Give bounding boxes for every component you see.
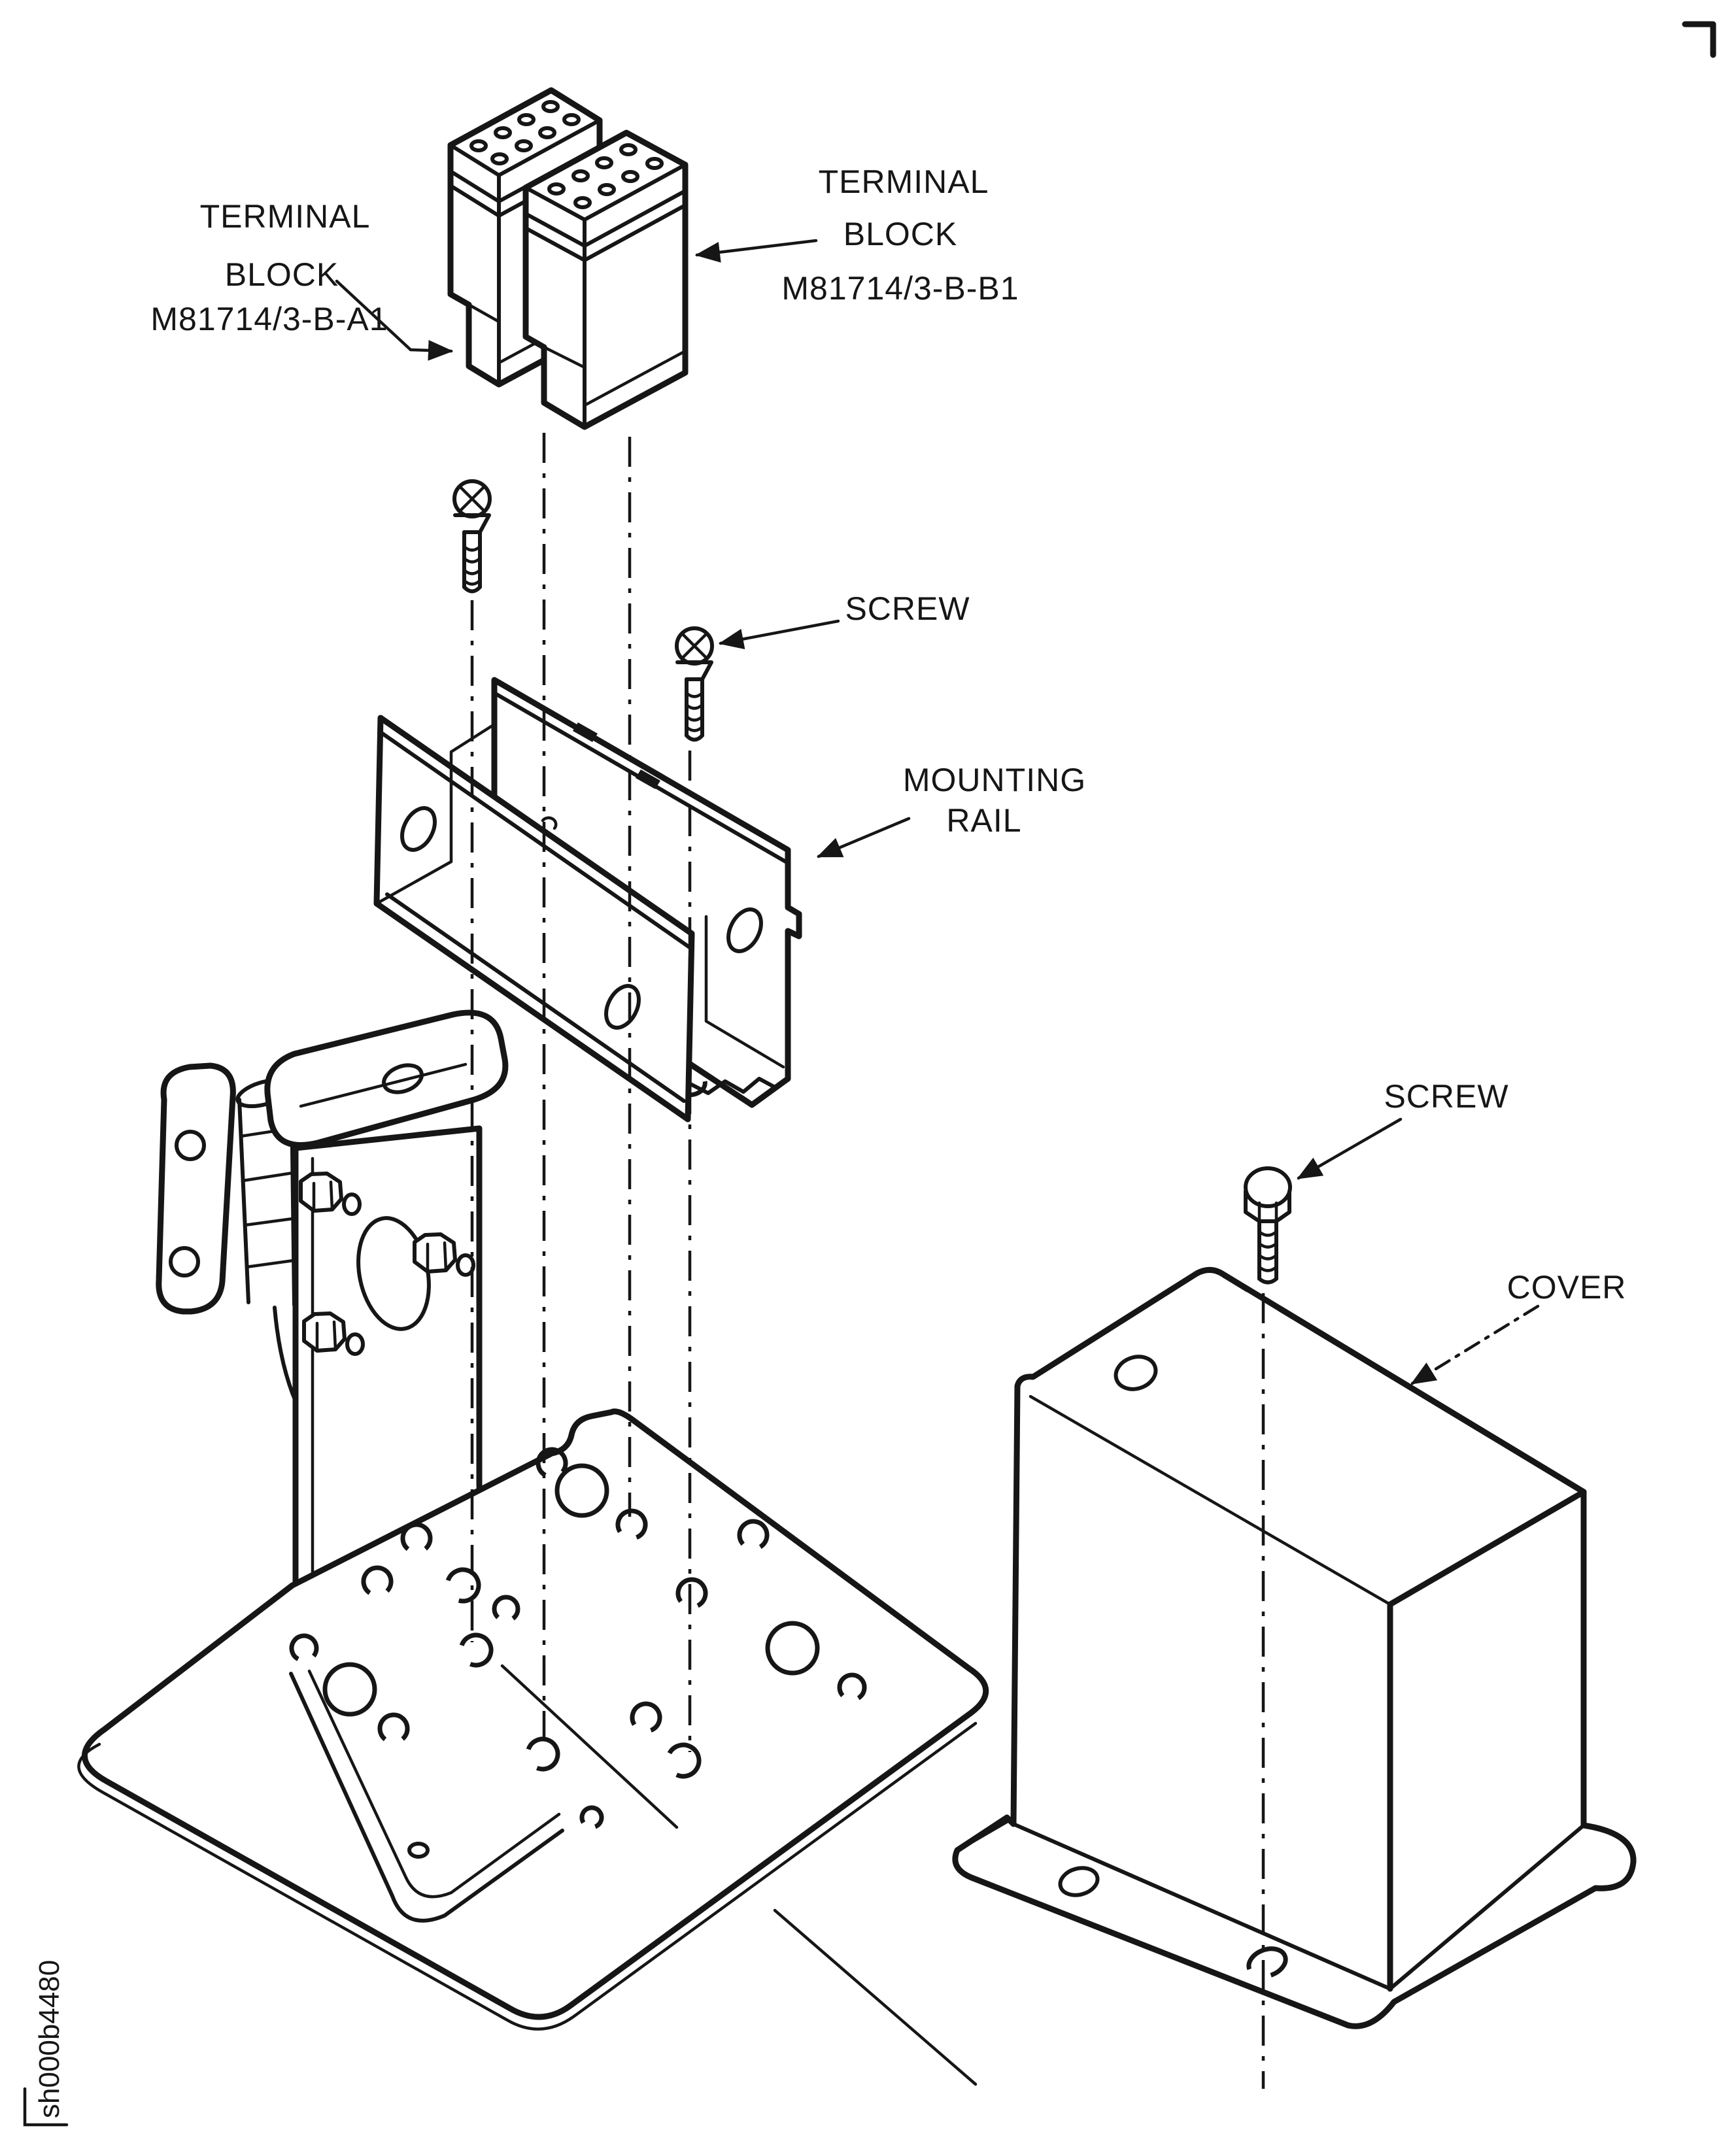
hex-bolt: [299, 1172, 362, 1216]
label-line: MOUNTING: [903, 762, 1086, 798]
leader-arrow: [1297, 1117, 1403, 1180]
phillips-cross-icon: [458, 485, 486, 513]
label-line: M81714/3-B-A1: [150, 301, 388, 337]
label-line: COVER: [1507, 1269, 1627, 1306]
label-line: SCREW: [845, 590, 970, 627]
label-line: RAIL: [946, 802, 1021, 839]
figure-id-bracket: [23, 2087, 69, 2127]
rail-slot: [573, 722, 598, 742]
mounting-rail: [373, 677, 802, 1123]
rail-slot: [636, 769, 660, 789]
figure-id-text: sh000b4480: [33, 1960, 65, 2118]
label-screw-cover: SCREW: [1297, 1078, 1508, 1180]
rail-foot-serration: [686, 1077, 790, 1095]
label-terminal-block-b: TERMINAL BLOCK M81714/3-B-B1: [694, 163, 1019, 307]
flat-head-screw-right: [675, 626, 714, 742]
leader-arrow: [718, 619, 840, 650]
pin-end: [407, 1842, 430, 1859]
corner-mark: [1682, 21, 1716, 58]
flange-hole: [382, 1063, 424, 1094]
label-line: SCREW: [1384, 1078, 1508, 1115]
label-line: BLOCK: [225, 256, 339, 293]
label-mounting-rail: MOUNTING RAIL: [817, 762, 1086, 858]
alignment-line: [773, 1908, 978, 2086]
leader-arrow: [817, 817, 911, 858]
alignment-line: [500, 1664, 679, 1829]
label-line: BLOCK: [843, 216, 958, 252]
hex-bolt: [302, 1311, 365, 1356]
cover-flange-hole: [1058, 1866, 1100, 1897]
plate-c-holes: [289, 1447, 867, 1830]
base-plate: [77, 1408, 989, 2031]
leader-arrow: [1410, 1304, 1540, 1385]
hinge-hole: [175, 1130, 206, 1161]
leader-arrow: [694, 239, 818, 263]
label-screw-rail: SCREW: [718, 590, 970, 650]
cover: [952, 1267, 1637, 2029]
terminal-block-b: [522, 129, 689, 430]
label-line: TERMINAL: [200, 198, 371, 235]
terminal-contact-holes-b: [547, 143, 664, 209]
phillips-cross-icon: [681, 632, 708, 660]
cover-top-hole: [1114, 1355, 1158, 1391]
plate-edge-thickness: [77, 1721, 978, 2031]
hinge-bracket-assembly: [156, 1009, 509, 1606]
label-cover: COVER: [1410, 1269, 1627, 1385]
hex-bolt: [413, 1232, 475, 1277]
centerlines: [470, 433, 1265, 2089]
annotations: TERMINAL BLOCK M81714/3-B-A1 TERMINAL BL…: [150, 163, 1627, 1385]
label-terminal-block-a: TERMINAL BLOCK M81714/3-B-A1: [150, 198, 454, 361]
cover-flange-hole: [1246, 1946, 1288, 1979]
hinge-hole: [169, 1246, 200, 1277]
flat-head-screw-left: [452, 479, 492, 594]
hex-head-screw: [1244, 1166, 1292, 1285]
figure-id: sh000b4480: [23, 1960, 69, 2127]
label-line: TERMINAL: [819, 163, 989, 200]
label-line: M81714/3-B-B1: [781, 270, 1019, 307]
leader-arrow: [335, 279, 454, 361]
terminal-contact-holes-a: [469, 100, 581, 165]
plate-corner-flap: [289, 1672, 564, 1923]
